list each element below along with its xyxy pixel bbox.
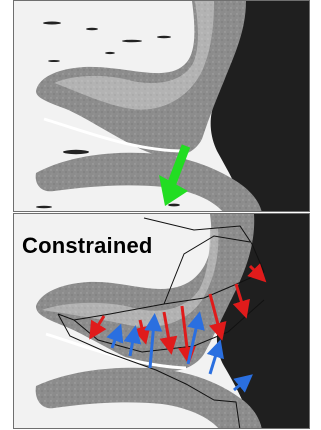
panel-label: Constrained bbox=[22, 233, 153, 259]
bottom-panel: Constrained bbox=[13, 213, 310, 429]
top-panel-image bbox=[14, 1, 310, 212]
top-panel bbox=[13, 0, 310, 212]
